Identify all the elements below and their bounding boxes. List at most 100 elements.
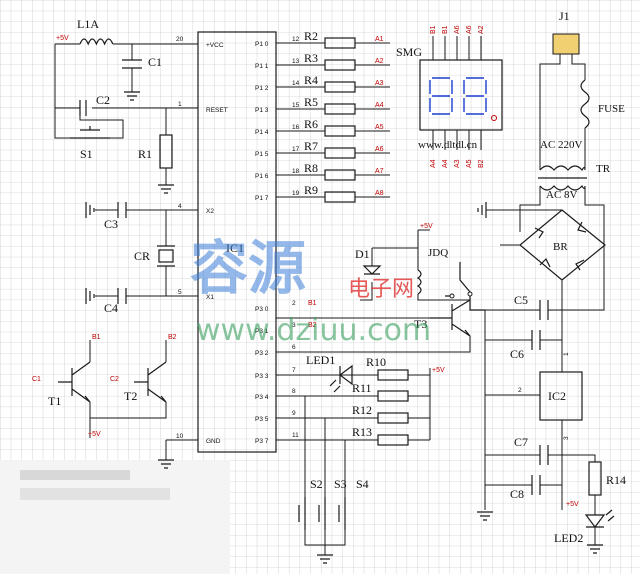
d1-diode	[362, 265, 382, 275]
ic1-pin-5: 5	[178, 289, 182, 296]
p1-num-4: 16	[292, 124, 300, 131]
led1-diode	[329, 364, 353, 393]
br-ground-wire	[486, 209, 562, 246]
p3-pin-5: P3 5	[255, 416, 269, 423]
l1a-label: L1A	[77, 17, 99, 31]
ic1-pin-4: 4	[178, 203, 182, 210]
p3-num-6: 11	[292, 432, 299, 439]
jdq-coil	[416, 269, 422, 295]
c7-capacitor	[539, 445, 549, 465]
ic2-pin-3: 3	[563, 436, 570, 440]
ic1-pin-1: 1	[178, 101, 182, 108]
l1a-inductor	[79, 38, 114, 46]
t-wire	[89, 340, 167, 438]
p1-resistor-0	[324, 37, 356, 49]
r1-label: R1	[138, 147, 152, 161]
p3-pin-4: P3 4	[255, 394, 269, 401]
p1-num-2: 14	[292, 80, 300, 87]
p1-pin-6: P1 6	[255, 173, 269, 180]
smg-top-4: A2	[478, 25, 485, 34]
smg-bottom-pins	[432, 130, 482, 150]
p1-resistor-4	[324, 125, 356, 137]
ground-c3	[85, 202, 95, 218]
resistor-label-7: R9	[304, 183, 318, 197]
t3-transistor	[430, 299, 471, 337]
smg-digit-1	[429, 77, 453, 115]
ground-main	[477, 511, 493, 521]
mains-wire	[539, 54, 586, 170]
fuse-label: FUSE	[598, 103, 625, 115]
ic2-label: IC2	[548, 389, 566, 403]
r11-label: R11	[352, 381, 372, 395]
ac220-label: AC 220V	[540, 139, 583, 151]
c5-c6-wire	[484, 309, 562, 510]
r10-label: R10	[366, 355, 386, 369]
d1-label: D1	[355, 247, 370, 261]
ic2-pin-2: 2	[518, 387, 522, 394]
p3-net-1: B2	[308, 322, 317, 329]
c5-capacitor	[539, 300, 549, 320]
ground-r1	[158, 184, 174, 194]
ground-switches	[317, 554, 333, 564]
ic2-pin-1: 1	[563, 352, 570, 356]
seg-net-3: A4	[375, 102, 384, 109]
switches	[298, 497, 346, 530]
r12-label: R12	[352, 403, 372, 417]
br-diodes	[534, 221, 587, 271]
blurred-bar-2	[20, 488, 170, 500]
p3-pin-0: P3 0	[255, 306, 269, 313]
t3-label: T3	[414, 317, 427, 331]
switch-wire	[304, 396, 346, 555]
c5-label: C5	[514, 293, 528, 307]
p1-resistor-2	[324, 81, 356, 93]
p3-num-3: 7	[292, 367, 296, 374]
ic1-label: IC1	[226, 241, 244, 255]
resistor-label-4: R6	[304, 117, 318, 131]
smg-top-3: A6	[466, 25, 473, 34]
led2-label: LED2	[554, 531, 583, 545]
br-label: BR	[553, 241, 568, 253]
p1-resistor-7	[324, 191, 356, 203]
x2-wire	[95, 209, 198, 246]
c4-capacitor	[117, 288, 127, 304]
smg-top-pins	[432, 36, 482, 60]
x1-wire	[95, 266, 198, 297]
ic2-body	[539, 371, 583, 421]
smg-bottom-2: A3	[454, 159, 461, 168]
p3-net-0: B1	[308, 300, 317, 307]
c3-capacitor	[117, 202, 127, 218]
cr-label: CR	[134, 249, 150, 263]
c1-capacitor	[122, 59, 142, 69]
p1-pin-1: P1 1	[255, 63, 269, 70]
ground-c1	[124, 91, 140, 101]
c7-label: C7	[514, 435, 528, 449]
resistor-label-3: R5	[304, 95, 318, 109]
ic1-pin-10: 10	[176, 433, 184, 440]
watermark-main: 容源	[190, 234, 306, 302]
p1-resistor-5	[324, 147, 356, 159]
jdq-label: JDQ	[428, 247, 448, 259]
resistor-label-5: R7	[304, 139, 318, 153]
ic1-pin-vcc: +VCC	[206, 42, 224, 49]
gnd-wire	[165, 439, 198, 460]
c6-label: C6	[510, 347, 524, 361]
ic1-pin-x2: X2	[206, 208, 214, 215]
vcc-label: +5V	[56, 35, 69, 42]
ic1-pin-gnd: GND	[206, 438, 221, 445]
c2-capacitor	[79, 100, 87, 116]
t1-transistor	[58, 361, 91, 403]
seg-net-1: A2	[375, 58, 384, 65]
ic2-wire	[485, 340, 596, 515]
smg-digit-2	[463, 77, 487, 115]
seg-net-2: A3	[375, 80, 384, 87]
p1-pin-2: P1 2	[255, 85, 269, 92]
fuse-element	[580, 79, 590, 129]
s1-switch	[70, 126, 110, 139]
ic1-pin-20: 20	[176, 36, 184, 43]
seg-net-7: A8	[375, 190, 384, 197]
r13-label: R13	[352, 425, 372, 439]
seg-net-4: A5	[375, 124, 384, 131]
p1-num-0: 12	[292, 36, 300, 43]
